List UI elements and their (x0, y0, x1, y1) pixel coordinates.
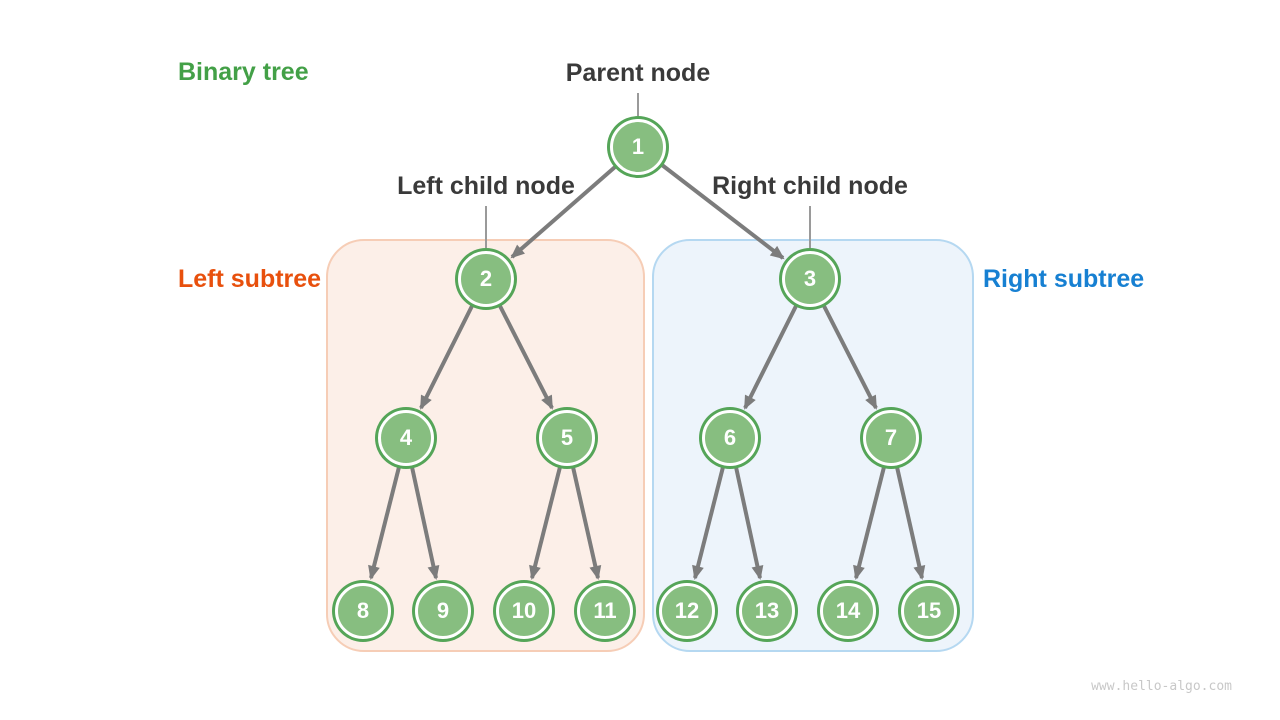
tree-node-13: 13 (739, 583, 795, 639)
tree-node-14: 14 (820, 583, 876, 639)
tree-node-10: 10 (496, 583, 552, 639)
tree-node-4: 4 (378, 410, 434, 466)
tree-node-5: 5 (539, 410, 595, 466)
edge-1-2 (510, 165, 617, 259)
edge-4-8 (368, 466, 401, 580)
parent-node-label: Parent node (565, 59, 711, 87)
tree-node-15: 15 (901, 583, 957, 639)
tree-node-8: 8 (335, 583, 391, 639)
edge-5-10 (529, 466, 562, 580)
right-child-node-label: Right child node (712, 172, 908, 200)
edge-2-5 (498, 305, 554, 410)
tree-node-3: 3 (782, 251, 838, 307)
tree-node-1: 1 (610, 119, 666, 175)
tree-node-6: 6 (702, 410, 758, 466)
left-child-node-label: Left child node (397, 172, 575, 200)
watermark: www.hello-algo.com (1091, 679, 1232, 694)
tree-node-11: 11 (577, 583, 633, 639)
diagram-title: Binary tree (178, 58, 309, 86)
edge-1-3 (660, 163, 785, 260)
edge-5-11 (571, 466, 602, 580)
tree-node-7: 7 (863, 410, 919, 466)
tree-node-2: 2 (458, 251, 514, 307)
edge-6-13 (734, 466, 764, 580)
edge-7-15 (895, 466, 926, 580)
edge-3-7 (822, 305, 878, 410)
tree-node-9: 9 (415, 583, 471, 639)
edge-7-14 (853, 466, 886, 580)
right-subtree-label: Right subtree (983, 265, 1145, 293)
edge-6-12 (692, 466, 725, 580)
edge-4-9 (410, 466, 440, 580)
left-subtree-label: Left subtree (178, 265, 322, 293)
edge-3-6 (743, 305, 798, 410)
tree-node-12: 12 (659, 583, 715, 639)
edge-2-4 (419, 305, 474, 410)
